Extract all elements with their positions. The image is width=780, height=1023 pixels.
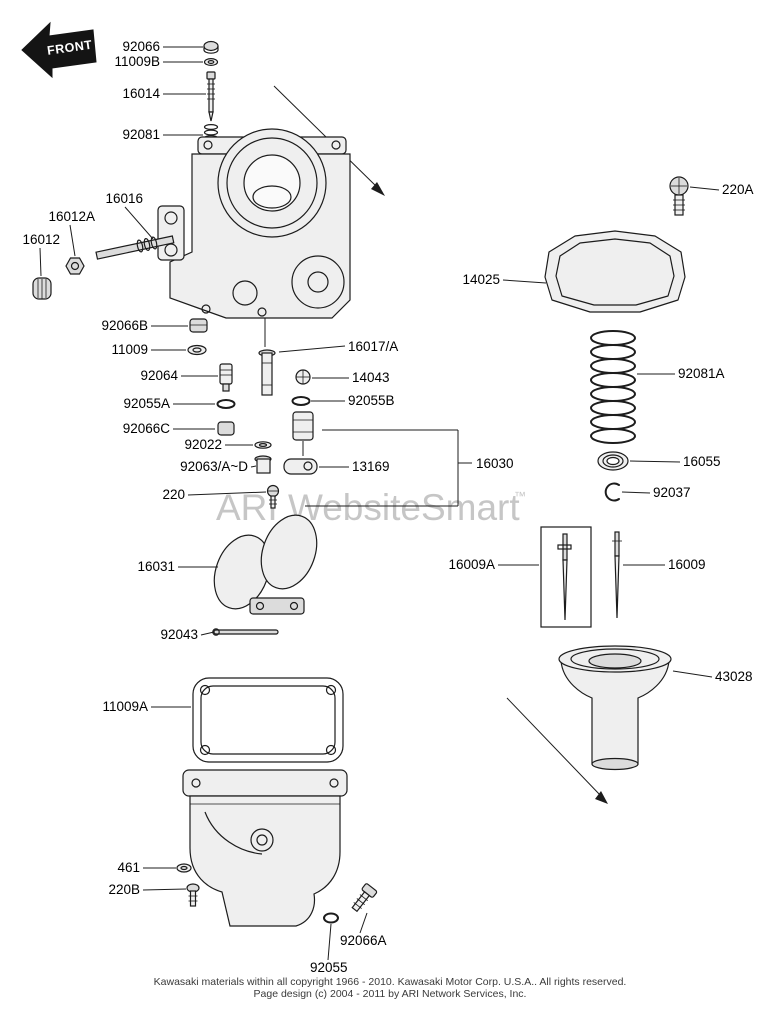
part-label-13169[interactable]: 13169 (352, 459, 390, 474)
part-label-92066A[interactable]: 92066A (340, 933, 387, 948)
part-label-92055B[interactable]: 92055B (348, 393, 395, 408)
part-drawing-11009B-washer (203, 57, 219, 66)
part-label-220B[interactable]: 220B (108, 882, 140, 897)
part-label-16012[interactable]: 16012 (22, 232, 60, 247)
part-label-16030[interactable]: 16030 (476, 456, 514, 471)
part-drawing-92066C-plug (217, 421, 235, 436)
part-label-92081A[interactable]: 92081A (678, 366, 725, 381)
front-direction-arrow: FRONT (21, 21, 97, 79)
part-label-92066[interactable]: 92066 (122, 39, 160, 54)
part-label-461[interactable]: 461 (117, 860, 140, 875)
part-label-92066B[interactable]: 92066B (101, 318, 148, 333)
watermark: ARI WebsiteSmart ™ (216, 487, 526, 528)
part-label-220[interactable]: 220 (162, 487, 185, 502)
part-label-16031[interactable]: 16031 (137, 559, 175, 574)
part-label-92055A[interactable]: 92055A (123, 396, 170, 411)
part-drawing-16055-washer (597, 451, 629, 471)
leader-lines (39, 46, 720, 961)
part-drawing-16009A-needle-boxed (540, 526, 592, 628)
part-drawing-92055-oring (323, 912, 339, 924)
part-label-16012A[interactable]: 16012A (48, 209, 95, 224)
part-drawing-43028-vacuum-piston (558, 645, 672, 771)
part-label-92055[interactable]: 92055 (310, 960, 348, 975)
part-label-92022[interactable]: 92022 (184, 437, 222, 452)
part-label-16055[interactable]: 16055 (683, 454, 721, 469)
part-label-11009A[interactable]: 11009A (102, 699, 148, 714)
part-label-16017A[interactable]: 16017/A (348, 339, 398, 354)
part-drawing-92055B-oring (291, 396, 311, 406)
part-label-14025[interactable]: 14025 (462, 272, 500, 287)
part-drawing-16009-needle (612, 531, 622, 619)
part-label-220A[interactable]: 220A (722, 182, 754, 197)
part-label-92081[interactable]: 92081 (122, 127, 160, 142)
footer-copyright-line2: Page design (c) 2004 - 2011 by ARI Netwo… (254, 988, 527, 1000)
part-drawing-92066A-drain-screw (351, 883, 378, 913)
part-drawing-92037-circlip (604, 482, 620, 502)
part-label-92063AD[interactable]: 92063/A~D (180, 459, 248, 474)
part-drawing-92064-pilot-jet (219, 363, 233, 392)
part-drawing-11009-washer (187, 344, 207, 356)
part-label-16009[interactable]: 16009 (668, 557, 706, 572)
part-drawing-16012-cap-nut (32, 277, 52, 300)
part-drawing-16030-jet-holder (292, 411, 314, 441)
part-label-16009A[interactable]: 16009A (448, 557, 495, 572)
part-drawing-14025-top-cover (544, 230, 686, 313)
part-drawing-92063-valve-seat (254, 455, 272, 474)
part-drawing-220A-screw (669, 176, 689, 216)
watermark-tm: ™ (514, 489, 526, 503)
part-drawing-92043-float-pin (212, 628, 279, 636)
part-label-14043[interactable]: 14043 (352, 370, 390, 385)
part-drawing-220B-screw (186, 883, 200, 907)
part-label-11009B[interactable]: 11009B (114, 54, 160, 69)
part-drawing-16014-pilot-screw (206, 71, 216, 122)
watermark-text: ARI WebsiteSmart (216, 487, 520, 528)
part-drawing-461-washer (176, 863, 192, 873)
part-label-16016[interactable]: 16016 (105, 191, 143, 206)
part-drawing-16017A-needle-jet (258, 349, 276, 396)
footer-copyright-line1: Kawasaki materials within all copyright … (154, 976, 627, 988)
front-label: FRONT (46, 38, 93, 58)
part-drawing-14043-screw (295, 369, 311, 385)
part-drawing-92022-washer (254, 441, 272, 449)
assembly-arrow-right (506, 697, 608, 804)
part-label-11009[interactable]: 11009 (111, 342, 148, 357)
part-drawing-16012A-hex-nut (65, 257, 85, 275)
part-drawing-92066B-plug (189, 318, 208, 333)
footer: Kawasaki materials within all copyright … (154, 976, 627, 1000)
part-label-92064[interactable]: 92064 (140, 368, 178, 383)
part-drawing-13169-plate (283, 458, 318, 475)
part-drawing-92081A-spring (590, 330, 636, 444)
part-label-43028[interactable]: 43028 (715, 669, 753, 684)
part-drawing-92066-cap (203, 40, 219, 54)
carburetor-body-drawing (157, 128, 351, 319)
part-labels: 92066 11009B 16014 92081 16016 16012A 16… (22, 39, 753, 975)
part-drawing-220-screw (266, 484, 280, 509)
part-label-92043[interactable]: 92043 (160, 627, 198, 642)
part-drawing-92055A-oring (216, 399, 236, 409)
part-drawing-16031-float (213, 514, 318, 615)
part-drawing-16016-shaft (95, 235, 175, 260)
part-label-92066C[interactable]: 92066C (123, 421, 171, 436)
part-label-16014[interactable]: 16014 (122, 86, 160, 101)
part-drawing-11009A-gasket (192, 677, 344, 763)
part-drawing-float-bowl (182, 769, 348, 927)
part-label-92037[interactable]: 92037 (653, 485, 691, 500)
